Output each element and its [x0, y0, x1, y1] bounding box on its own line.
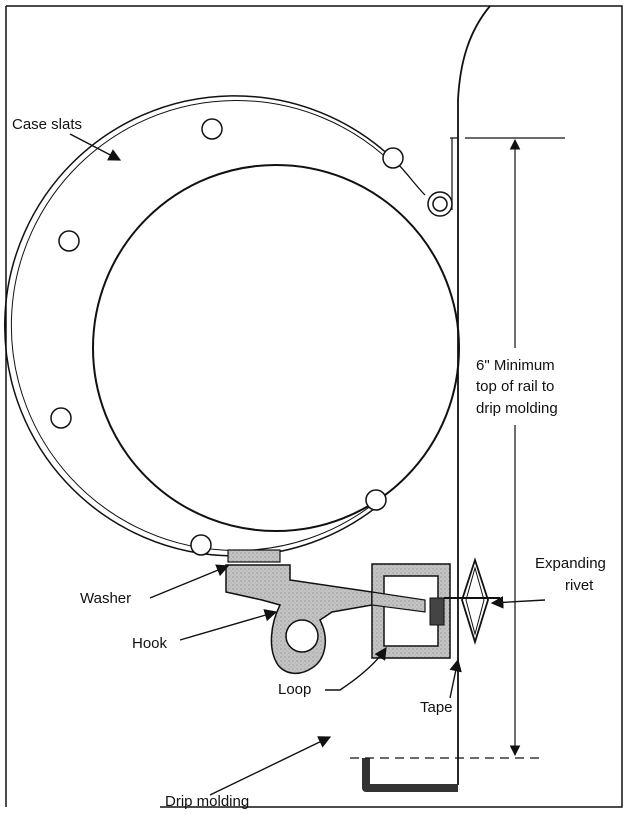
label-drip-molding: Drip molding	[165, 793, 249, 810]
rivet-inner	[465, 566, 485, 636]
arrow-drip-molding	[209, 736, 332, 796]
washer	[227, 549, 281, 563]
roller	[58, 230, 80, 252]
label-dimension-line2: top of rail to	[476, 378, 554, 395]
slat-rollers	[50, 118, 404, 556]
roller	[201, 118, 223, 140]
coil-end	[427, 191, 453, 217]
label-loop: Loop	[278, 681, 311, 698]
expanding-rivet	[461, 557, 489, 646]
loop-pin	[429, 597, 445, 626]
door-jamb-wall	[457, 5, 491, 785]
drip-molding	[362, 758, 458, 792]
label-washer: Washer	[80, 590, 131, 607]
case-slats-track	[4, 95, 393, 557]
jamb-bracket	[450, 137, 458, 210]
label-expanding-rivet-line2: rivet	[565, 577, 594, 594]
roller	[190, 534, 212, 556]
door-drum	[92, 164, 460, 532]
label-dimension-line3: drip molding	[476, 400, 558, 417]
label-hook: Hook	[132, 635, 168, 652]
outer-frame	[5, 5, 623, 808]
arrow-tape	[449, 658, 462, 699]
label-tape: Tape	[420, 699, 453, 716]
hook-tongue	[371, 591, 426, 613]
hook	[225, 564, 373, 674]
label-case-slats: Case slats	[12, 116, 82, 133]
label-dimension-line1: 6" Minimum	[476, 357, 555, 374]
roller	[382, 147, 404, 169]
roller	[50, 407, 72, 429]
label-expanding-rivet-line1: Expanding	[535, 555, 606, 572]
arrow-hook	[179, 609, 278, 641]
arrow-washer	[149, 564, 230, 599]
dimension-line	[350, 137, 565, 759]
arrow-loop	[325, 646, 387, 691]
arrow-case-slats	[69, 133, 122, 161]
leader-arrows	[69, 133, 546, 796]
roller	[365, 489, 387, 511]
arrow-expanding-rivet	[490, 596, 546, 609]
hook-hole	[285, 619, 319, 653]
